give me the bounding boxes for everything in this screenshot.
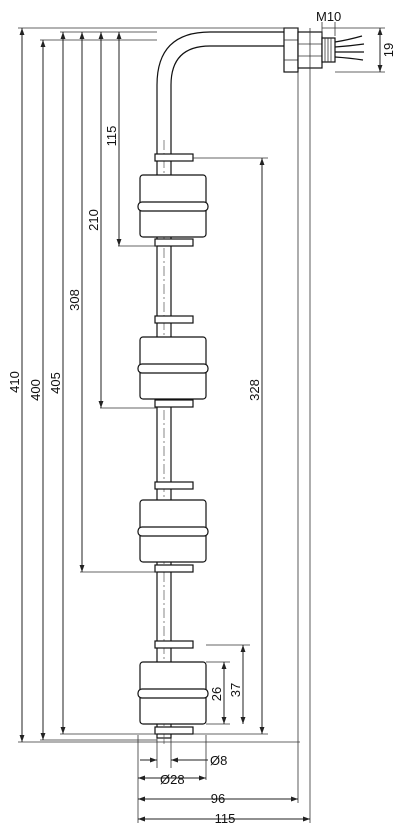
stop-collar <box>154 399 194 408</box>
stop-collar <box>154 481 194 490</box>
label-stem-diameter: Ø8 <box>210 753 227 768</box>
label-float-diameter: Ø28 <box>160 772 185 787</box>
dimension-labels: M10 19 115 210 308 328 410 400 405 37 26… <box>7 9 396 826</box>
label-stop-ring: 37 <box>228 683 243 697</box>
thread <box>321 37 336 63</box>
label-overall-b: 400 <box>28 379 43 401</box>
label-float-span: 328 <box>247 379 262 401</box>
dimension-lines <box>19 28 383 822</box>
stop-collar <box>154 640 194 649</box>
cable-wires <box>334 35 365 61</box>
float-2 <box>137 336 209 400</box>
sensor-body <box>137 27 365 745</box>
label-thread: M10 <box>316 9 341 24</box>
label-third-float: 308 <box>67 289 82 311</box>
stop-collar <box>154 315 194 324</box>
label-horizontal-a: 96 <box>211 791 225 806</box>
hex-head <box>283 27 299 73</box>
label-overall-a: 410 <box>7 371 22 393</box>
stop-collar <box>154 153 194 162</box>
float-1 <box>137 174 209 238</box>
float-4 <box>137 661 209 725</box>
bent-tube <box>156 31 286 160</box>
float-3 <box>137 499 209 563</box>
label-head-height: 19 <box>381 43 396 57</box>
label-first-float: 115 <box>104 126 119 147</box>
label-horizontal-b: 115 <box>215 811 236 826</box>
stop-collar <box>154 238 194 247</box>
label-overall-c: 405 <box>48 372 63 394</box>
extension-lines <box>18 22 385 823</box>
stop-collar <box>154 564 194 573</box>
stop-collar <box>154 726 194 735</box>
label-float-height: 26 <box>209 687 224 701</box>
label-second-float: 210 <box>86 209 101 231</box>
